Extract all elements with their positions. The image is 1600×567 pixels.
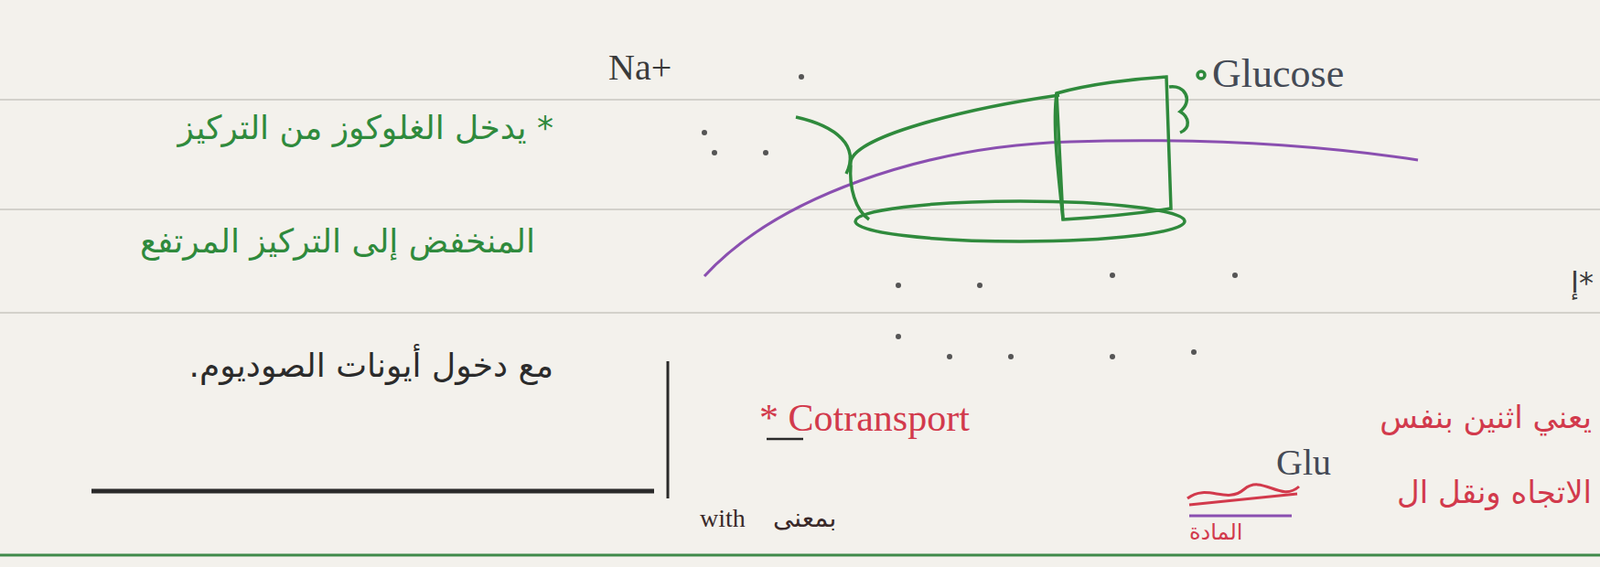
molecule-dots [701, 74, 1238, 360]
correction-word: المادة [1189, 519, 1243, 547]
definition-line: يعني اثنين بنفس [1379, 398, 1592, 437]
ruled-lines [0, 99, 1600, 313]
purple-underline [1189, 515, 1292, 518]
note-line: مع دخول أيونات الصوديوم. [189, 345, 554, 386]
term-heading: * Cotransport [759, 395, 970, 441]
note-line: المنخفض إلى التركيز المرتفع [139, 221, 536, 261]
ion-label: Na+ [608, 45, 672, 90]
divider-stroke [666, 361, 670, 499]
underline-stroke [91, 489, 655, 494]
note-fragment: *إ [1570, 265, 1594, 301]
note-line: * يدخل الغلوكوز من التركيز [178, 107, 554, 148]
definition-line: الاتجاه ونقل ال [1396, 473, 1592, 512]
crossed-out-scribble [1187, 484, 1300, 505]
translation-word: with [699, 503, 746, 535]
molecule-label: Glucose [1212, 50, 1344, 99]
transporter-drawing [795, 71, 1205, 242]
translation-word: بمعنى [773, 503, 837, 535]
margin-line [0, 554, 1600, 558]
molecule-label: Glu [1276, 440, 1332, 485]
